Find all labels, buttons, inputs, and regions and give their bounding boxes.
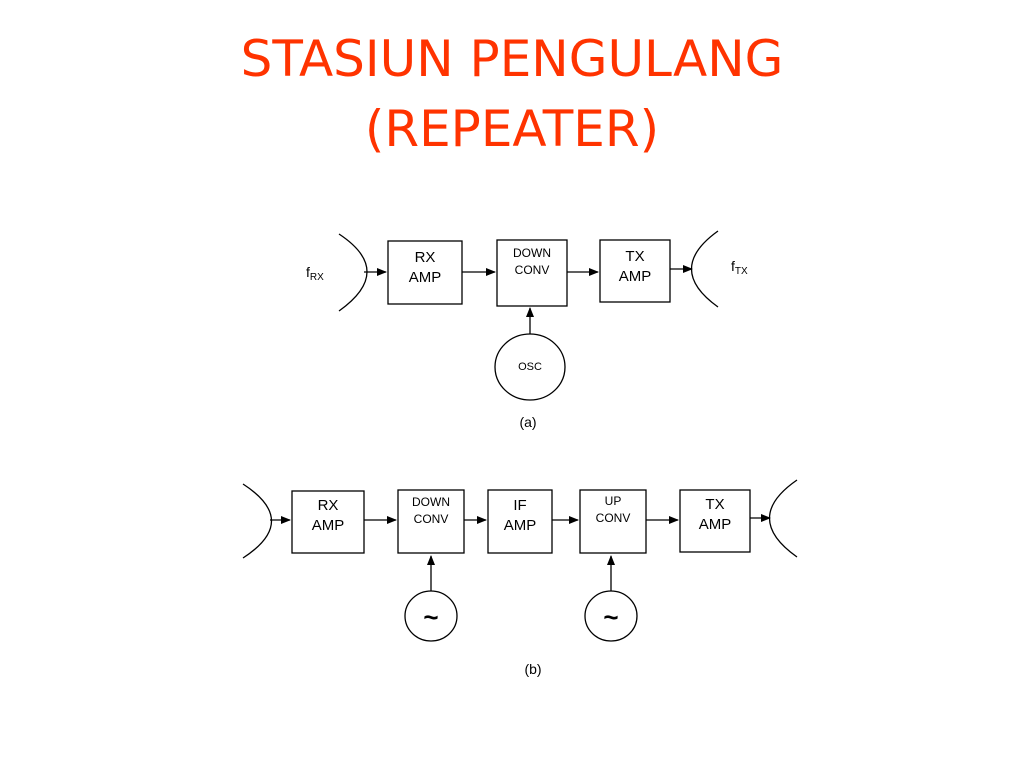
down-conv-block-b [397, 489, 465, 554]
output-freq-sub: TX [735, 266, 748, 277]
diagram-b-labels: RX AMP DOWN CONV IF AMP UP CONV TX AMP ~… [312, 494, 732, 677]
diagram-a-labels: fRX fTX RX AMP DOWN CONV TX AMP OSC (a) [306, 246, 748, 430]
caption-b: (b) [524, 661, 541, 677]
tx-amp-label-b-line2: AMP [699, 516, 732, 533]
down-conv-label-a-line2: CONV [515, 263, 550, 277]
oscillator-label-a: OSC [518, 361, 542, 373]
rx-amp-block-a [387, 240, 463, 305]
rx-amp-label-a-line1: RX [415, 249, 436, 266]
tx-amp-label-b-line1: TX [705, 496, 724, 513]
slide-title: STASIUN PENGULANG (REPEATER) [0, 24, 1024, 164]
rx-antenna-arc-b [242, 483, 272, 559]
input-freq-sub: RX [310, 272, 324, 283]
down-conv-block-a [496, 239, 568, 307]
rx-antenna-arc-a [338, 233, 368, 312]
up-conv-block-b [579, 489, 647, 554]
down-conv-label-b-line1: DOWN [412, 495, 450, 509]
oscillator-symbol-b-up: ~ [603, 602, 618, 632]
input-freq-main: f [306, 264, 310, 280]
title-line-2: (REPEATER) [364, 100, 660, 158]
tx-antenna-arc-b [769, 479, 798, 558]
diagram-a [338, 230, 719, 401]
rx-amp-block-b [291, 490, 365, 554]
output-freq-label-a: fTX [731, 258, 748, 277]
if-amp-block-b [487, 489, 553, 554]
if-amp-label-b-line1: IF [513, 497, 526, 514]
tx-amp-label-a-line2: AMP [619, 268, 652, 285]
oscillator-symbol-b-down: ~ [423, 602, 438, 632]
up-conv-label-b-line2: CONV [596, 511, 631, 525]
tx-amp-label-a-line1: TX [625, 248, 644, 265]
title-line-1: STASIUN PENGULANG [240, 30, 784, 88]
tx-amp-block-b [679, 489, 751, 553]
up-conv-label-b-line1: UP [605, 494, 622, 508]
tx-antenna-arc-a [691, 230, 719, 308]
rx-amp-label-b-line1: RX [318, 497, 339, 514]
input-freq-label-a: fRX [306, 264, 324, 283]
down-conv-label-a-line1: DOWN [513, 246, 551, 260]
down-conv-label-b-line2: CONV [414, 512, 449, 526]
output-freq-main: f [731, 258, 735, 274]
diagram-b [242, 479, 798, 642]
tx-amp-block-a [599, 239, 671, 303]
caption-a: (a) [519, 414, 536, 430]
rx-amp-label-b-line2: AMP [312, 517, 345, 534]
if-amp-label-b-line2: AMP [504, 517, 537, 534]
rx-amp-label-a-line2: AMP [409, 269, 442, 286]
